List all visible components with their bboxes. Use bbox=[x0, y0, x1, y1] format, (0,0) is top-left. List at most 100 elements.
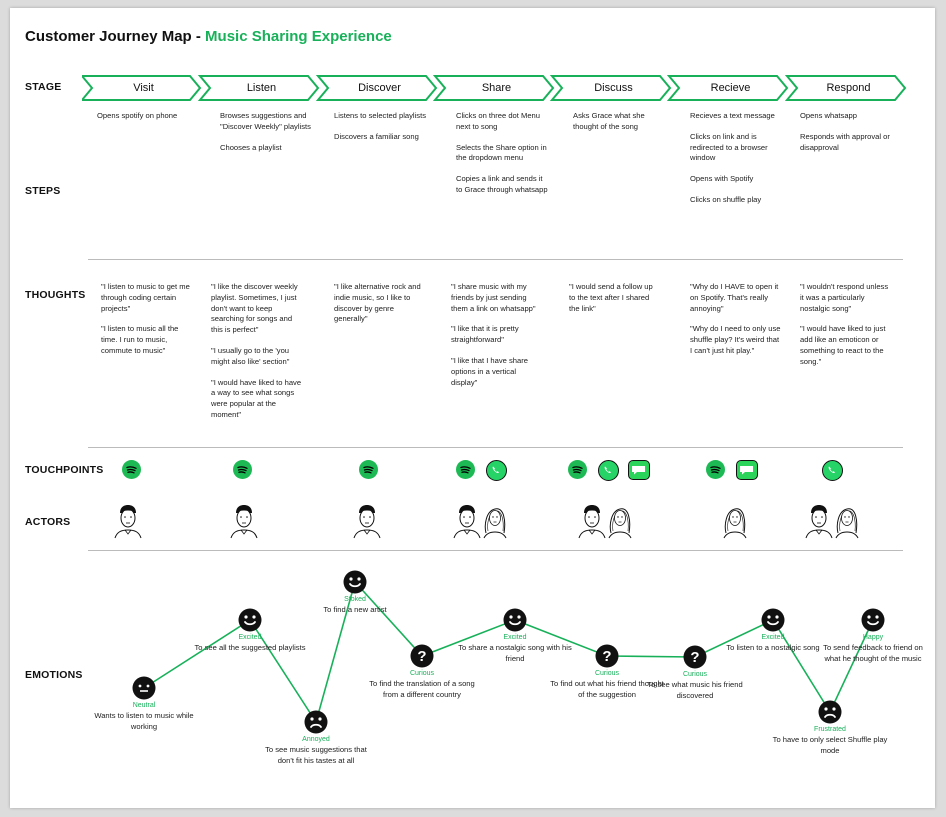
step-text: Discovers a familiar song bbox=[334, 131, 419, 141]
emotion-description: To send feedback to friend on what he th… bbox=[823, 643, 923, 663]
step-text: Clicks on shuffle play bbox=[690, 194, 762, 204]
emotion-description: To find a new artist bbox=[323, 605, 387, 614]
actor-man-icon bbox=[113, 503, 143, 544]
emotion-face-happy-icon bbox=[761, 608, 785, 637]
actor-woman-icon bbox=[605, 503, 635, 544]
stage-label-visit: Visit bbox=[133, 82, 154, 94]
actor-woman-icon bbox=[832, 503, 862, 544]
emotion-label: Excited bbox=[503, 634, 527, 641]
steps-cell-discuss: Asks Grace what she thought of the song bbox=[573, 111, 665, 143]
stage-label-listen: Listen bbox=[246, 82, 277, 94]
emotion-face-sad-icon bbox=[304, 710, 328, 739]
stage-chevron-recieve bbox=[666, 75, 789, 101]
stage-chevron-bar bbox=[82, 75, 907, 101]
whatsapp-icon bbox=[486, 460, 507, 481]
step-text: Listens to selected playlists bbox=[334, 111, 427, 120]
title-main: Customer Journey Map - bbox=[25, 28, 201, 45]
thoughts-cell-respond: "I wouldn't respond unless it was a part… bbox=[800, 282, 892, 378]
thought-text: "Why do I HAVE to open it on Spotify. Th… bbox=[690, 282, 779, 313]
emotion-face-sad-icon bbox=[818, 700, 842, 729]
emotion-face-happy-icon bbox=[503, 608, 527, 637]
emotion-face-happy-icon bbox=[861, 608, 885, 637]
spotify-icon bbox=[568, 460, 587, 479]
emotion-description: To share a nostalgic song with his frien… bbox=[458, 643, 572, 663]
stage-chevron-discuss bbox=[549, 75, 672, 101]
divider-actors bbox=[88, 550, 903, 551]
spotify-icon bbox=[233, 460, 252, 479]
emotion-label: Excited bbox=[761, 634, 785, 641]
emotion-label: Neutral bbox=[132, 702, 156, 709]
stage-chevron-share bbox=[432, 75, 555, 101]
svg-text:?: ? bbox=[690, 649, 699, 666]
emotion-description: Wants to listen to music while working bbox=[94, 711, 194, 731]
actor-man-icon bbox=[577, 503, 607, 544]
thoughts-cell-share: "I share music with my friends by just s… bbox=[451, 282, 543, 398]
step-text: Recieves a text message bbox=[690, 111, 775, 120]
spotify-icon bbox=[706, 460, 725, 479]
steps-cell-visit: Opens spotify on phone bbox=[97, 111, 189, 132]
step-text: Chooses a playlist bbox=[220, 142, 282, 152]
thought-text: "I listen to music to get me through cod… bbox=[101, 282, 190, 313]
emotion-description: To find out what his friend thought of t… bbox=[550, 679, 664, 699]
whatsapp-icon bbox=[598, 460, 619, 481]
thought-text: "I would have liked to have a way to see… bbox=[211, 377, 302, 419]
emotions-row-label: EMOTIONS bbox=[25, 669, 83, 681]
touchpoints-row-label: TOUCHPOINTS bbox=[25, 464, 104, 476]
divider-steps bbox=[88, 259, 903, 260]
divider-thoughts bbox=[88, 447, 903, 448]
step-text: Copies a link and sends it to Grace thro… bbox=[456, 174, 548, 194]
step-text: Opens whatsapp bbox=[800, 111, 857, 120]
thoughts-cell-listen: "I like the discover weekly playlist. So… bbox=[211, 282, 303, 431]
emotion-label: Annoyed bbox=[302, 736, 330, 743]
svg-text:?: ? bbox=[602, 648, 611, 665]
stage-chevron-discover bbox=[315, 75, 438, 101]
actor-man-icon bbox=[229, 503, 259, 544]
spotify-icon bbox=[122, 460, 141, 479]
thought-text: "I share music with my friends by just s… bbox=[451, 282, 536, 313]
emotion-face-happy-icon bbox=[238, 608, 262, 637]
spotify-icon bbox=[456, 460, 475, 479]
stage-chevron-listen bbox=[197, 75, 320, 101]
stage-row-label: STAGE bbox=[25, 81, 62, 93]
messages-icon bbox=[628, 460, 650, 480]
emotion-face-question-icon: ? bbox=[683, 645, 707, 674]
actors-row-label: ACTORS bbox=[25, 516, 71, 528]
thought-text: "I would have liked to just add like an … bbox=[800, 324, 886, 366]
thoughts-cell-discover: "I like alternative rock and indie music… bbox=[334, 282, 426, 335]
emotion-label: Happy bbox=[862, 634, 884, 641]
thoughts-row-label: THOUGHTS bbox=[25, 289, 86, 301]
emotion-label: Curious bbox=[682, 671, 708, 678]
emotion-description: To find the translation of a song from a… bbox=[369, 679, 475, 699]
emotion-label: Curious bbox=[409, 670, 435, 677]
step-text: Browses suggestions and "Discover Weekly… bbox=[220, 111, 311, 131]
thoughts-cell-visit: "I listen to music to get me through cod… bbox=[101, 282, 193, 367]
stage-label-discuss: Discuss bbox=[594, 82, 633, 94]
thought-text: "I like alternative rock and indie music… bbox=[334, 282, 421, 324]
thought-text: "I like that it is pretty straightforwar… bbox=[451, 324, 519, 345]
emotion-description: To listen to a nostalgic song bbox=[726, 643, 820, 652]
emotion-description: To see what music his friend discovered bbox=[647, 680, 743, 700]
thought-text: "I like that I have share options in a v… bbox=[451, 355, 528, 387]
stage-label-respond: Respond bbox=[826, 82, 871, 94]
emotion-face-question-icon: ? bbox=[595, 644, 619, 673]
emotion-description: To see all the suggested playlists bbox=[194, 643, 306, 652]
spotify-icon bbox=[359, 460, 378, 479]
actor-man-icon bbox=[352, 503, 382, 544]
emotion-face-happy-icon bbox=[343, 570, 367, 599]
emotion-face-neutral-icon bbox=[132, 676, 156, 705]
steps-row-label: STEPS bbox=[25, 185, 61, 197]
emotion-label: Stoked bbox=[344, 596, 366, 603]
stage-label-discover: Discover bbox=[358, 82, 401, 94]
svg-text:?: ? bbox=[417, 648, 426, 665]
stage-label-share: Share bbox=[481, 82, 512, 94]
step-text: Clicks on link and is redirected to a br… bbox=[690, 131, 768, 163]
step-text: Opens spotify on phone bbox=[97, 111, 178, 120]
step-text: Opens with Spotify bbox=[690, 174, 754, 184]
actor-man-icon bbox=[804, 503, 834, 544]
thought-text: "I usually go to the 'you might also lik… bbox=[211, 345, 290, 366]
messages-icon bbox=[736, 460, 758, 480]
